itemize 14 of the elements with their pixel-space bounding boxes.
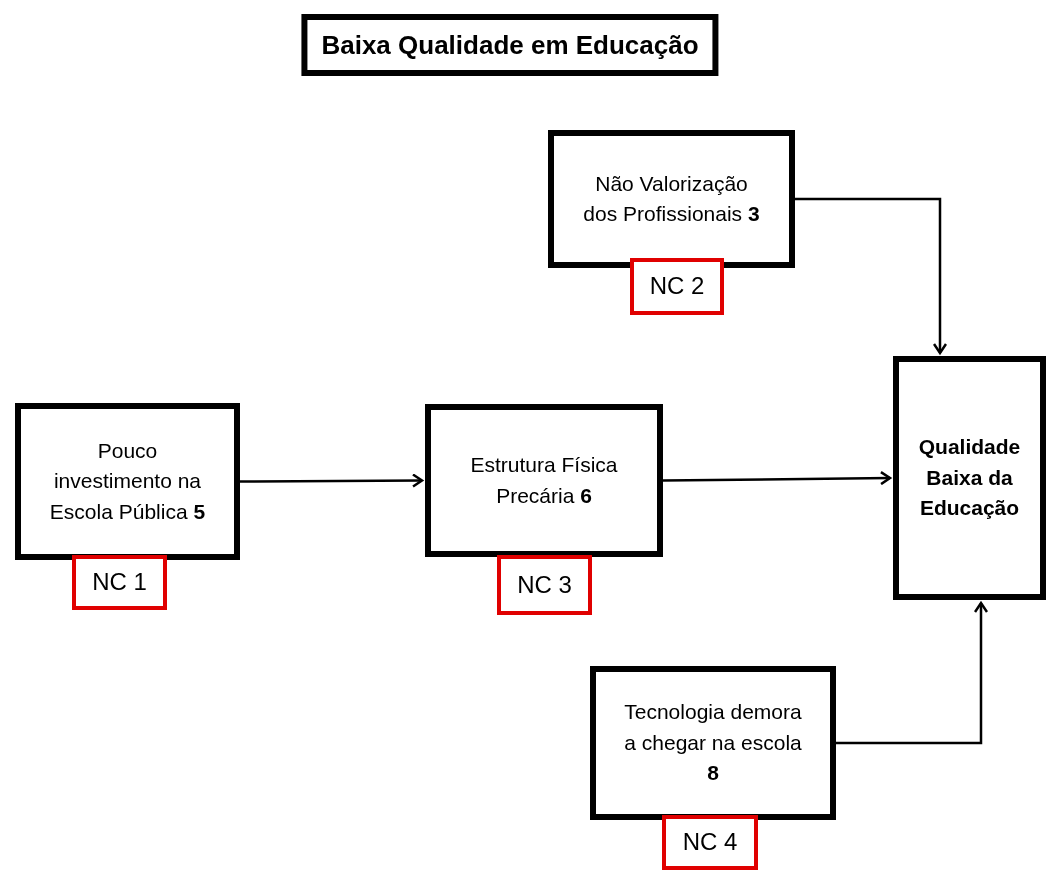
cause-box: Não Valorização dos Profissionais 3 [548, 130, 795, 268]
nc-tag: NC 1 [72, 555, 167, 610]
arrow [795, 197, 948, 355]
arrow [663, 470, 892, 486]
title: Baixa Qualidade em Educação [301, 14, 719, 76]
cause-box: Estrutura Física Precária 6 [425, 404, 663, 557]
arrow [836, 601, 989, 745]
cause-box: Pouco investimento na Escola Pública 5 [15, 403, 240, 560]
arrow [240, 473, 424, 488]
nc-tag: NC 3 [497, 555, 592, 615]
cause-box: Tecnologia demora a chegar na escola 8 [590, 666, 836, 820]
nc-tag: NC 4 [662, 815, 758, 870]
effect-box: Qualidade Baixa da Educação [893, 356, 1046, 600]
nc-tag: NC 2 [630, 258, 724, 315]
